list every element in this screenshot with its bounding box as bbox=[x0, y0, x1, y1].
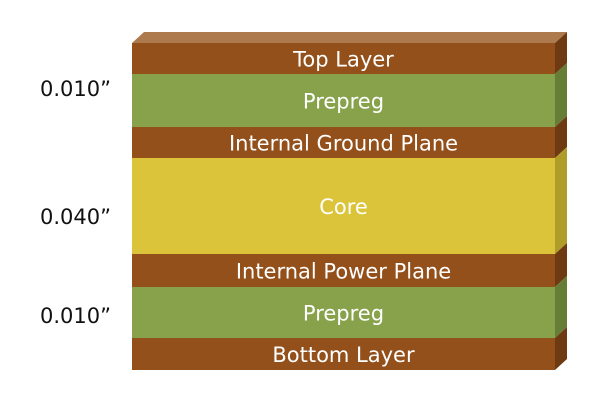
layer-front-face bbox=[132, 338, 555, 370]
layer-label: Prepreg bbox=[303, 90, 384, 114]
layer-front-face bbox=[132, 43, 555, 74]
thickness-label-top-prepreg: 0.010” bbox=[40, 77, 111, 101]
layer-front-face bbox=[132, 127, 555, 158]
layer-label: Top Layer bbox=[292, 48, 394, 72]
layer-front-face bbox=[132, 254, 555, 287]
layer-side-face bbox=[555, 276, 567, 338]
layer-label: Core bbox=[319, 195, 368, 219]
layer-label: Prepreg bbox=[303, 302, 384, 326]
layer-core: Core bbox=[132, 147, 567, 254]
layer-prepreg-bottom: Prepreg bbox=[132, 276, 567, 338]
thickness-label-bottom-prepreg: 0.010” bbox=[40, 304, 111, 328]
layer-top-layer: Top Layer bbox=[132, 32, 567, 74]
layer-side-face bbox=[555, 327, 567, 370]
layer-label: Internal Ground Plane bbox=[229, 132, 458, 156]
layer-prepreg-top: Prepreg bbox=[132, 63, 567, 127]
layer-bottom-layer: Bottom Layer bbox=[132, 327, 567, 370]
thickness-label-core: 0.040” bbox=[40, 205, 111, 229]
layer-internal-ground-plane: Internal Ground Plane bbox=[132, 116, 567, 158]
layer-front-face bbox=[132, 287, 555, 338]
layer-internal-power-plane: Internal Power Plane bbox=[132, 243, 567, 287]
layer-front-face bbox=[132, 74, 555, 127]
layer-label: Internal Power Plane bbox=[236, 260, 451, 284]
layer-side-face bbox=[555, 116, 567, 158]
layer-label: Bottom Layer bbox=[272, 343, 415, 367]
layer-front-face bbox=[132, 158, 555, 254]
layer-side-face bbox=[555, 147, 567, 254]
layer-side-face bbox=[555, 243, 567, 287]
layer-side-face bbox=[555, 63, 567, 127]
layer-top-face bbox=[132, 32, 567, 43]
layer-side-face bbox=[555, 32, 567, 74]
